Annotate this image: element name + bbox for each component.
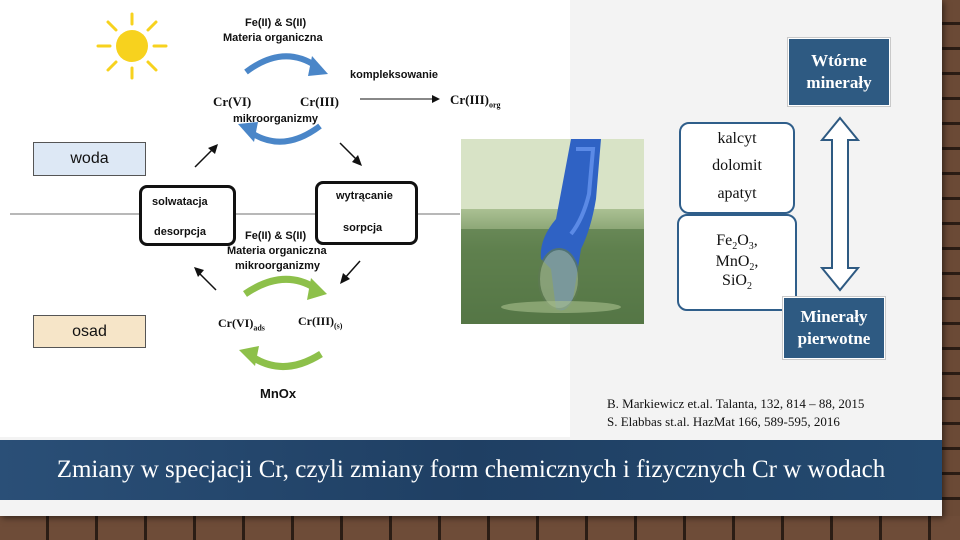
secondary-minerals-list: kalcyt dolomit apatyt [679,122,795,214]
sun-icon [96,12,168,80]
glove-bottle-illustration [461,139,644,324]
mineral-fe2o3: Fe2O3, [716,232,758,253]
mineral-apatite: apatyt [717,185,757,202]
mnox-label: MnOx [260,386,297,401]
cr6-ads-label: Cr(VI)ads [218,316,265,333]
solvation-desorption-box: solwatacja desorpcja [139,185,236,246]
microorganisms-top-label: mikroorganizmy [233,113,318,125]
slide-title: Zmiany w specjacji Cr, czyli zmiany form… [0,440,942,500]
arrow-from-cr3 [339,142,362,166]
precipitation-sorption-box: wytrącanie sorpcja [315,181,418,245]
cr3-label: Cr(III) [300,94,339,109]
mineral-sio2: SiO2 [722,272,752,293]
brick-wall-bottom [0,516,960,540]
reference-2: S. Elabbas st.al. HazMat 166, 589-595, 2… [607,414,840,429]
arrow-to-cr3s [340,260,361,284]
complexation-label: kompleksowanie [350,69,439,81]
complexation-arrow [360,95,440,103]
water-sample-photo [461,139,644,324]
cr3-org-label: Cr(III)org [450,92,501,110]
primary-minerals-box: Minerały pierwotne [783,297,885,359]
primary-minerals-list: Fe2O3, MnO2, SiO2 [677,214,797,311]
desorption-label: desorpcja [154,226,206,238]
sorption-label: sorpcja [343,222,383,234]
blue-cycle-arrows [238,53,328,145]
cr6-label: Cr(VI) [213,94,252,109]
microorganisms-bottom-label: mikroorganizmy [235,260,320,272]
mid-reductant-label: Fe(II) & S(II) [245,230,307,242]
mineral-mno2: MnO2, [715,253,759,274]
mid-organic-label: Materia organiczna [227,245,327,257]
sediment-box: osad [33,315,146,348]
green-cycle-arrows [239,275,327,370]
precipitation-label: wytrącanie [336,190,393,202]
secondary-minerals-box: Wtórne minerały [788,38,890,106]
top-reductant-label: Fe(II) & S(II) [245,17,307,29]
solvation-label: solwatacja [152,196,208,208]
reference-1: B. Markiewicz et.al. Talanta, 132, 814 –… [607,396,865,411]
brick-wall-right [942,0,960,540]
slide: Fe(II) & S(II) Materia organiczna Cr(VI)… [0,0,942,516]
top-organic-label: Materia organiczna [223,32,323,44]
arrow-to-cr6 [194,144,218,168]
double-arrow-icon [820,116,860,292]
cr3-solid-label: Cr(III)(s) [298,314,343,331]
mineral-dolomite: dolomit [712,157,762,174]
arrow-to-solwatacja [194,267,217,291]
mineral-calcite: kalcyt [717,130,757,147]
water-box: woda [33,142,146,176]
